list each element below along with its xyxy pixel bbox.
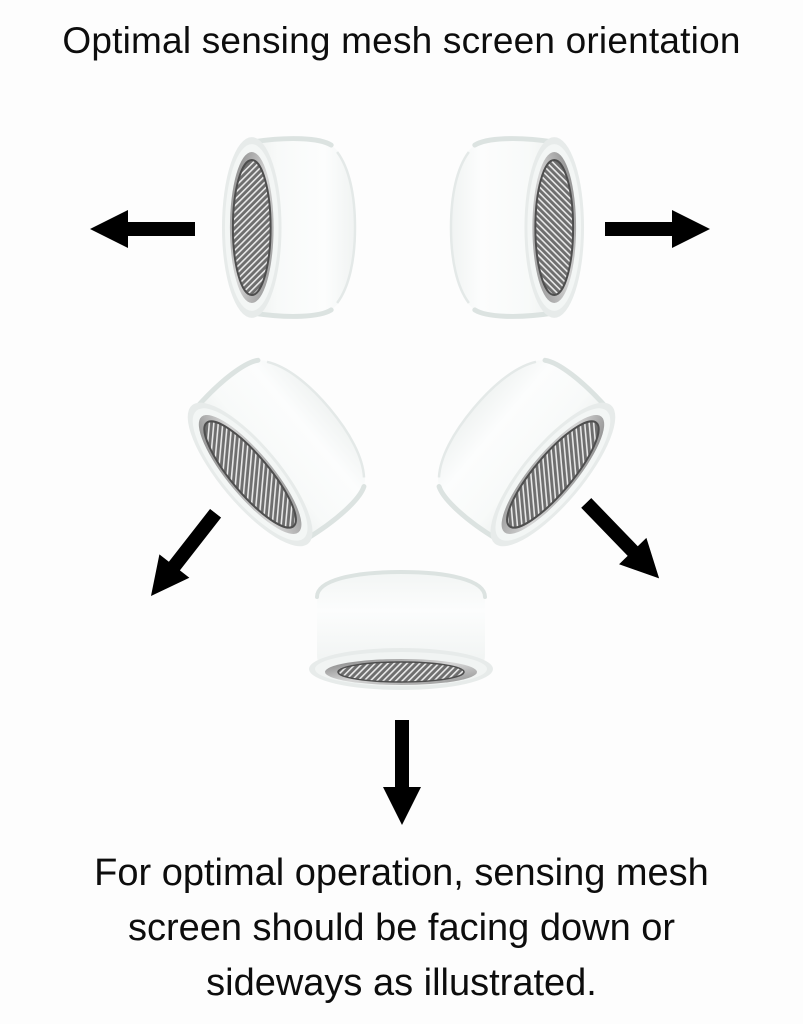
page-title: Optimal sensing mesh screen orientation (62, 20, 741, 61)
sensor-mesh-facing-left (218, 133, 357, 322)
caption-text: For optimal operation, sensing mesh scre… (0, 846, 803, 1011)
down-right-arrow-icon (572, 489, 674, 593)
caption-line: sideways as illustrated. (206, 962, 597, 1004)
caption-line: screen should be facing down or (127, 907, 676, 949)
caption-line: For optimal operation, sensing mesh (94, 852, 709, 894)
down-left-arrow-icon (135, 501, 232, 609)
right-arrow-icon (605, 209, 711, 249)
left-arrow-icon (89, 209, 195, 249)
sensor-mesh-facing-down (305, 567, 497, 707)
sensor-mesh-facing-right (449, 133, 588, 322)
down-arrow-icon (382, 720, 422, 826)
